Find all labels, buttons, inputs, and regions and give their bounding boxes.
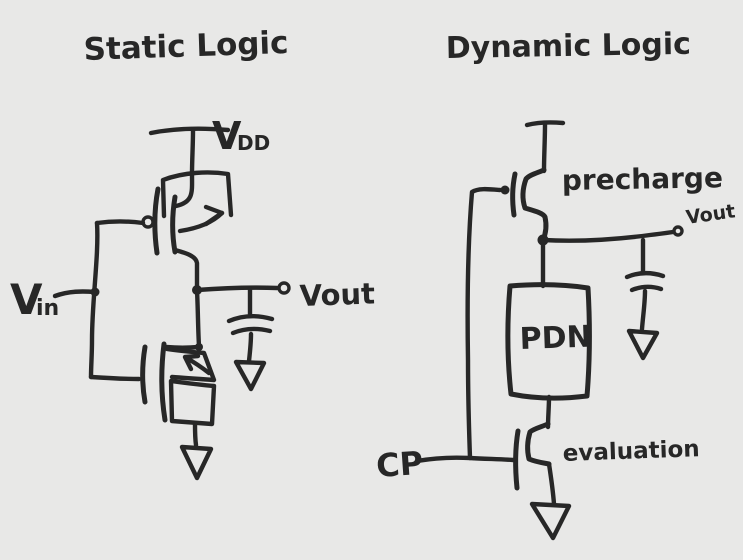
vin-wire [52,289,98,299]
precharge-gate-bubble [500,185,510,195]
static-logic-title: Static Logic [83,25,289,68]
nmos-body-squiggle-top [164,346,217,383]
capacitor-plate-top [226,314,275,324]
pmos-body-squiggle [160,170,234,219]
vdd-label-subscript: DD [237,131,270,155]
output-wire [194,285,280,293]
precharge-label: precharge [562,161,724,197]
cp-wire [414,455,516,464]
pmos-source-lead [173,171,195,209]
nmos-drain-stem [194,287,202,349]
nmos-body-squiggle-bottom [168,378,217,427]
gate-bus-wire [88,220,100,380]
pdn-box [505,282,592,401]
pmos-transistor [141,170,234,293]
nmos-arrow [182,353,212,376]
nmos-gate-bar [140,344,148,405]
evaluation-nmos-transistor [513,421,572,541]
cp-feedback-wire [465,186,503,461]
static-logic-circuit: Static Logic V DD V in [10,25,376,481]
nmos-ground-arrow [179,444,214,481]
nmos-transistor [140,287,217,481]
load-capacitor [624,237,666,361]
output-terminal-circle [672,225,684,237]
precharge-channel [520,167,549,243]
output-terminal-circle [277,281,291,295]
capacitor-stem-bottom [639,288,648,332]
vdd-stem-wire [541,121,548,174]
pmos-arrow-head [203,204,225,227]
vdd-stem-wire [189,128,196,177]
pdn-label: PDN [519,320,592,357]
gate-bus-top-branch [94,219,146,226]
capacitor-plate-top [624,270,666,280]
capacitor-stem-bottom [246,331,254,364]
vdd-label: V [212,114,242,158]
nmos-channel-bar [159,341,168,423]
vout-label: Vout [299,276,376,313]
evaluation-source-lead [546,461,557,507]
cp-label: CP [375,444,424,485]
output-wire [540,229,676,243]
evaluation-gate-bar [513,428,521,491]
pmos-drain-lead [172,247,200,293]
gate-bus-bottom-branch [88,374,142,382]
evaluation-ground-arrow [529,501,572,541]
vdd-rail [148,126,231,136]
precharge-gate-bar [510,171,518,218]
load-capacitor [226,286,275,392]
vin-label: V [10,275,43,324]
pmos-gate-bar [152,186,161,256]
vout-label: Vout [685,200,737,229]
capacitor-ground-arrow [626,328,660,361]
capacitor-plate-bottom [629,284,664,293]
evaluation-label: evaluation [562,436,700,467]
pmos-channel-bar [170,194,178,255]
nmos-source-lead [192,421,199,448]
dynamic-logic-title: Dynamic Logic [446,27,692,66]
capacitor-plate-bottom [230,326,273,336]
vin-label-subscript: in [36,296,59,321]
capacitor-ground-arrow [233,359,267,392]
evaluation-channel [525,421,552,467]
precharge-pmos-transistor [500,167,549,243]
dynamic-logic-circuit: Dynamic Logic precharge Vout PDN [375,27,737,541]
